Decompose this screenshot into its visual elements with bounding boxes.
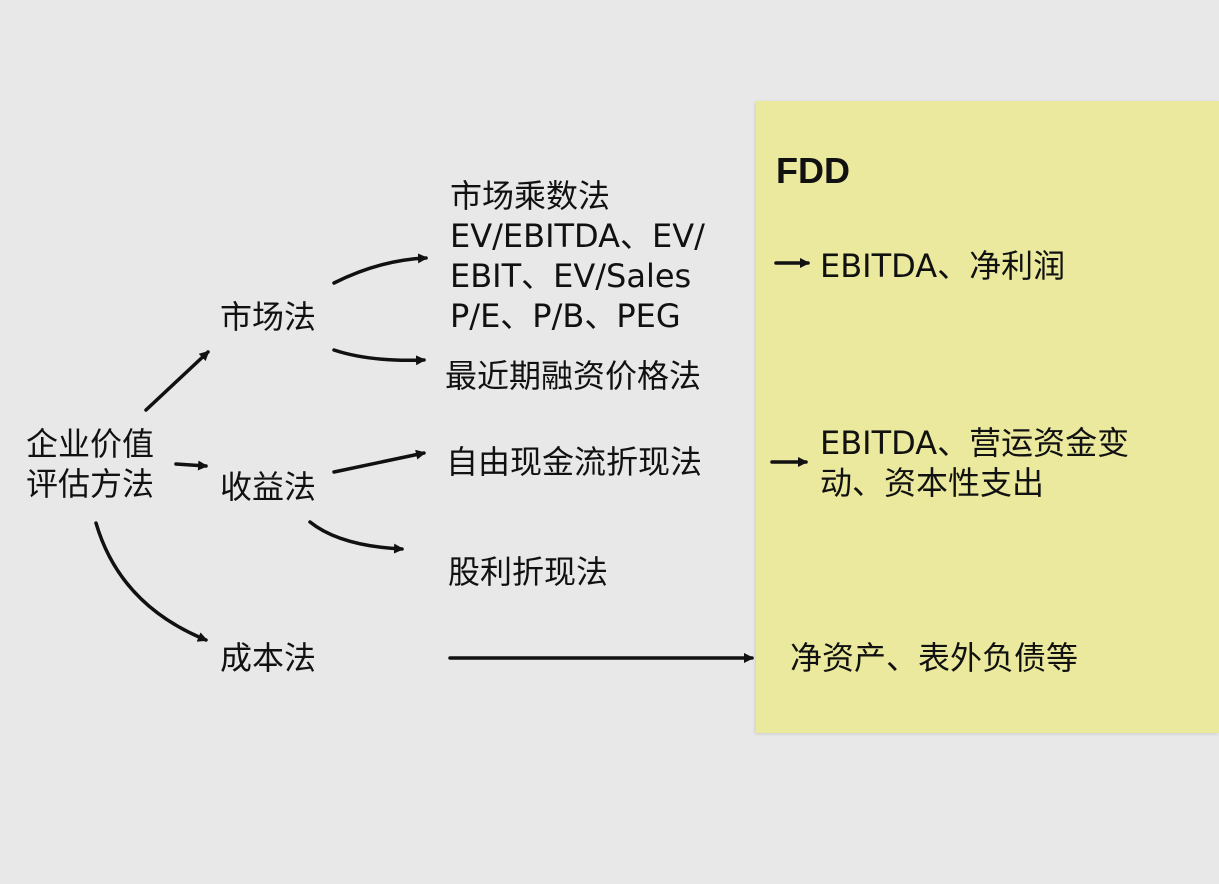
multiples-line-2: EV/EBITDA、EV/ [450, 217, 705, 255]
fdd-sticky-note [756, 101, 1219, 733]
multiples-line-1: 市场乘数法 [450, 177, 611, 215]
arrow-market-to-recent-financing [332, 348, 426, 366]
ddm-label: 股利折现法 [448, 553, 609, 591]
fdd-market-item: EBITDA、净利润 [820, 247, 1066, 285]
root-line-1: 企业价值 [26, 425, 155, 463]
market-method-label: 市场法 [220, 298, 317, 336]
arrow-root-to-cost [94, 521, 208, 642]
arrow-market-to-multiples [332, 253, 428, 285]
multiples-line-4: P/E、P/B、PEG [450, 297, 681, 335]
fdd-income-line-1: EBITDA、营运资金变 [820, 424, 1130, 462]
fdd-income-line-2: 动、资本性支出 [820, 464, 1045, 502]
dcf-label: 自由现金流折现法 [446, 443, 703, 481]
fdd-title: FDD [776, 150, 850, 191]
income-method-label: 收益法 [220, 468, 317, 506]
recent-financing-label: 最近期融资价格法 [445, 357, 702, 395]
cost-method-label: 成本法 [220, 639, 317, 677]
root-node-label: 企业价值 评估方法 [26, 424, 154, 504]
root-line-2: 评估方法 [26, 465, 155, 503]
arrow-income-to-ddm [308, 520, 404, 554]
fdd-cost-item: 净资产、表外负债等 [790, 639, 1079, 677]
arrow-root-to-market [144, 350, 210, 412]
arrow-income-to-dcf [332, 449, 426, 474]
fdd-income-item: EBITDA、营运资金变 动、资本性支出 [820, 423, 1129, 503]
multiples-method-block: 市场乘数法 EV/EBITDA、EV/ EBIT、EV/Sales P/E、P/… [450, 176, 705, 336]
multiples-line-3: EBIT、EV/Sales [450, 257, 692, 295]
arrow-root-to-income [174, 460, 208, 471]
